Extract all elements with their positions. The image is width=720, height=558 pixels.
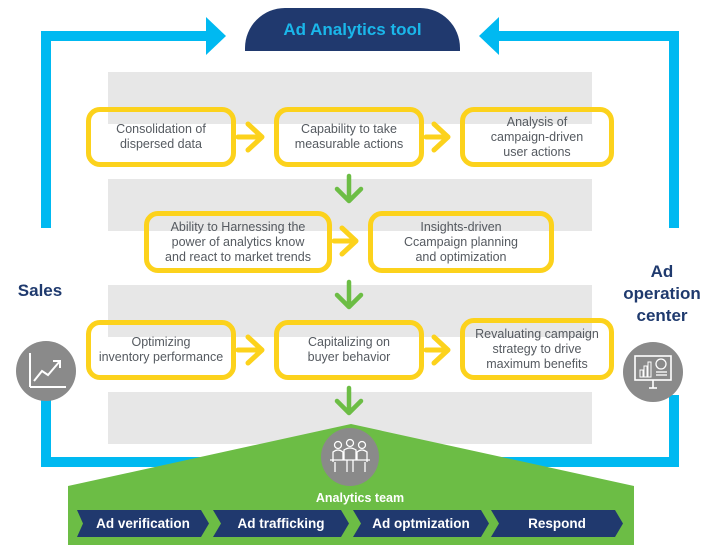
step-consolidation-box: Consolidation of dispersed data bbox=[86, 107, 236, 167]
arrow-right-icon bbox=[423, 334, 451, 366]
step-respond: Respond bbox=[491, 510, 623, 537]
step-ad-optimization: Ad optmization bbox=[353, 510, 489, 537]
step-revaluating-box: Revaluating campaign strategy to drive m… bbox=[460, 318, 614, 380]
step-insights-box: Insights-driven Ccampaign planning and o… bbox=[368, 211, 554, 273]
step-capability-box: Capability to take measurable actions bbox=[274, 107, 424, 167]
left-arrow-head bbox=[206, 17, 226, 55]
page-title: Ad Analytics tool bbox=[283, 19, 422, 39]
step-buyer-box: Capitalizing on buyer behavior bbox=[274, 320, 424, 380]
growth-chart-icon bbox=[16, 341, 76, 401]
arrow-down-icon bbox=[334, 385, 364, 416]
step-ad-optimization-label: Ad optmization bbox=[372, 516, 470, 531]
left-loop-line bbox=[41, 31, 208, 228]
monitor-analytics-icon bbox=[623, 342, 683, 402]
meeting-team-icon bbox=[321, 428, 379, 486]
step-harnessing-box: Ability to Harnessing the power of analy… bbox=[144, 211, 332, 273]
app-title-banner: Ad Analytics tool bbox=[245, 8, 460, 51]
sales-label: Sales bbox=[17, 281, 63, 300]
step-ad-trafficking: Ad trafficking bbox=[213, 510, 349, 537]
arrow-down-icon bbox=[334, 279, 364, 310]
step-ad-trafficking-label: Ad trafficking bbox=[237, 516, 325, 531]
step-inventory-box: Optimizing inventory performance bbox=[86, 320, 236, 380]
step-ad-verification: Ad verification bbox=[77, 510, 209, 537]
analytics-team-label: Analytics team bbox=[315, 491, 405, 505]
ad-operation-center-label: Ad operation center bbox=[623, 262, 701, 325]
step-respond-label: Respond bbox=[528, 516, 586, 531]
right-loop-line bbox=[498, 31, 679, 228]
step-ad-verification-label: Ad verification bbox=[96, 516, 190, 531]
arrow-down-icon bbox=[334, 173, 364, 204]
step-analysis-box: Analysis of campaign-driven user actions bbox=[460, 107, 614, 167]
right-arrow-head bbox=[479, 17, 499, 55]
arrow-right-icon bbox=[235, 334, 265, 366]
arrow-right-icon bbox=[331, 225, 359, 257]
gray-band-1 bbox=[108, 72, 592, 124]
arrow-right-icon bbox=[235, 121, 265, 153]
arrow-right-icon bbox=[423, 121, 451, 153]
